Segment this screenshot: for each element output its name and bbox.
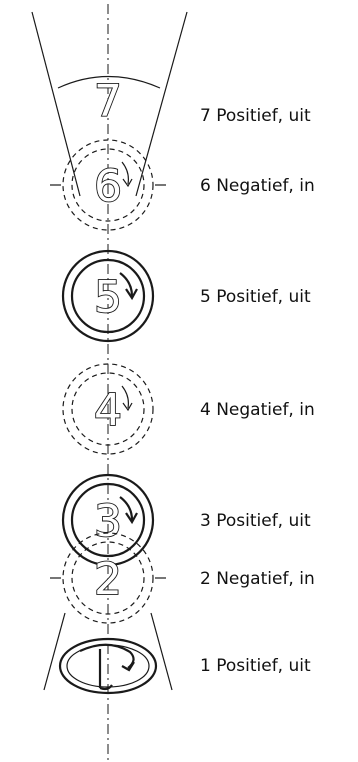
number-2: 2 xyxy=(94,554,122,605)
number-4: 4 xyxy=(94,385,122,436)
number-6: 6 xyxy=(94,161,122,212)
captions: 7 Positief, uit 6 Negatief, in 5 Positie… xyxy=(200,106,315,676)
label-6: 6 Negatief, in xyxy=(200,176,315,196)
label-4: 4 Negatief, in xyxy=(200,400,315,420)
circle-6: 6 xyxy=(50,139,166,231)
label-1: 1 Positief, uit xyxy=(200,656,311,676)
circle-3: 3 xyxy=(61,473,155,567)
label-2: 2 Negatief, in xyxy=(200,569,315,589)
circle-4: 4 xyxy=(62,363,154,455)
circle-5: 5 xyxy=(61,249,155,343)
label-7: 7 Positief, uit xyxy=(200,106,311,126)
number-3: 3 xyxy=(94,496,122,547)
funnel-1 xyxy=(43,612,173,695)
label-3: 3 Positief, uit xyxy=(200,511,311,531)
label-5: 5 Positief, uit xyxy=(200,287,311,307)
number-5: 5 xyxy=(94,272,122,323)
number-7: 7 xyxy=(94,76,122,127)
circle-2: 2 xyxy=(50,532,166,624)
funnel-7: 7 xyxy=(31,11,188,197)
